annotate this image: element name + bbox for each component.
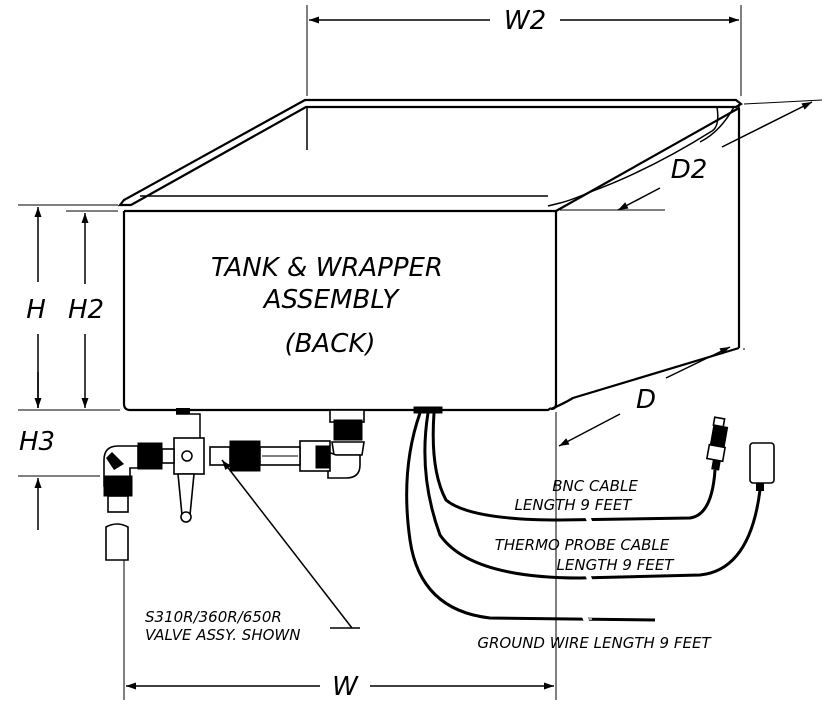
dimension-d2: D2 [560, 99, 823, 211]
tank-label-line2: ASSEMBLY [262, 285, 401, 315]
dimension-w2: W2 [306, 5, 742, 96]
bnc-cable [431, 412, 717, 522]
valve-callout: S310R/360R/650R VALVE ASSY. SHOWN [145, 459, 360, 644]
dimension-h3-label: H3 [19, 427, 55, 457]
thermo-probe-cable [423, 412, 762, 580]
dimension-w: W [123, 412, 557, 702]
dimension-heights: H H2 H3 [18, 204, 120, 530]
bnc-connector-icon [705, 416, 729, 471]
thermo-probe-icon [749, 442, 775, 491]
dimension-w2-label: W2 [504, 6, 546, 36]
thermo-label-line1: THERMO PROBE CABLE [495, 536, 670, 554]
dimension-d: D [558, 346, 745, 447]
dimension-d-label: D [636, 385, 656, 415]
thermo-label-line2: LENGTH 9 FEET [557, 556, 676, 574]
valve-callout-line1: S310R/360R/650R [145, 608, 282, 626]
tank-label-line1: TANK & WRAPPER [211, 253, 443, 283]
valve-callout-line2: VALVE ASSY. SHOWN [145, 626, 300, 644]
tank-label: TANK & WRAPPER ASSEMBLY (BACK) [211, 253, 443, 359]
dimension-h2-label: H2 [68, 295, 104, 325]
tank-front-face [122, 211, 552, 412]
ground-label: GROUND WIRE LENGTH 9 FEET [477, 634, 712, 652]
ground-wire [405, 412, 656, 622]
dimension-h-label: H [26, 295, 46, 325]
dimension-w-label: W [332, 672, 359, 702]
valve-assembly [103, 408, 365, 561]
cable-labels: BNC CABLE LENGTH 9 FEET THERMO PROBE CAB… [477, 477, 712, 652]
tank-label-line3: (BACK) [284, 329, 375, 359]
dimension-d2-label: D2 [671, 155, 708, 185]
tank-body [117, 98, 743, 412]
tank-rim [117, 98, 743, 207]
cables [405, 406, 775, 628]
bnc-label-line1: BNC CABLE [552, 477, 638, 495]
bnc-label-line2: LENGTH 9 FEET [515, 496, 634, 514]
